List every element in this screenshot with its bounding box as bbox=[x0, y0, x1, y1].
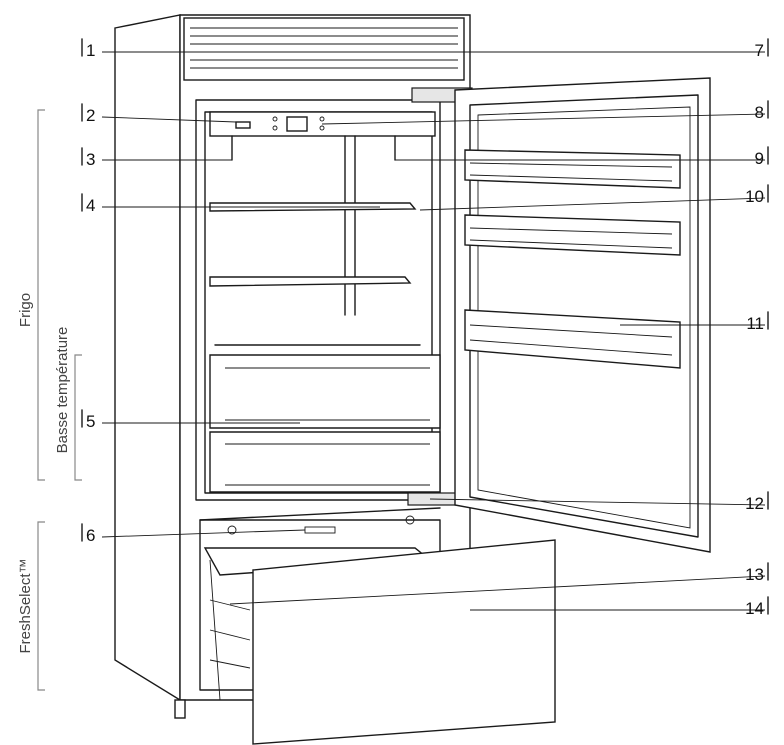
fridge-door bbox=[454, 77, 711, 553]
callout-7: 7 bbox=[755, 41, 764, 60]
zone-bracket-low-temp bbox=[74, 354, 82, 481]
callout-3: 3 bbox=[86, 150, 95, 169]
callout-12: 12 bbox=[745, 494, 764, 513]
zone-label-low-temp: Basse température bbox=[54, 327, 71, 454]
callout-6: 6 bbox=[86, 526, 95, 545]
callout-1: 1 bbox=[86, 41, 95, 60]
callout-lines bbox=[101, 51, 766, 611]
callout-5: 5 bbox=[86, 412, 95, 431]
callout-2: 2 bbox=[86, 106, 95, 125]
freezer-drawer-front bbox=[252, 539, 556, 745]
callout-4: 4 bbox=[86, 196, 95, 215]
zone-bracket-freshselect bbox=[37, 521, 45, 691]
callout-8: 8 bbox=[755, 103, 764, 122]
callout-13: 13 bbox=[745, 565, 764, 584]
callout-14: 14 bbox=[745, 599, 764, 618]
callout-9: 9 bbox=[755, 149, 764, 168]
zone-label-fridge: Frigo bbox=[17, 293, 34, 327]
zone-bracket-fridge bbox=[37, 109, 45, 481]
callout-11: 11 bbox=[746, 314, 764, 333]
right-callouts: 7 8 9 10 11 12 13 14 bbox=[745, 38, 769, 618]
left-callouts: 1 2 3 4 5 6 bbox=[81, 38, 95, 545]
callout-10: 10 bbox=[745, 187, 764, 206]
cabinet bbox=[114, 14, 471, 719]
zone-label-freshselect: FreshSelect™ bbox=[17, 558, 34, 653]
